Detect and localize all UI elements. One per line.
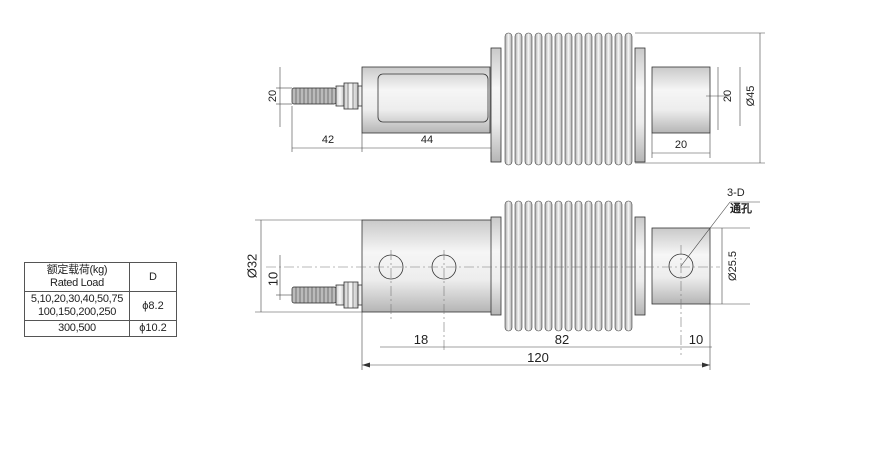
top-dimensions: 20 42 44 20 Ø45 20 xyxy=(267,32,765,164)
top-view: 20 42 44 20 Ø45 20 xyxy=(267,32,765,166)
front-view: Ø32 10 3-D 通孔 Ø25.5 18 82 xyxy=(245,187,760,370)
front-cable xyxy=(291,281,364,309)
table-cell-load: 300,500 xyxy=(24,320,130,337)
table-cell-load: 5,10,20,30,40,50,75 100,150,200,250 xyxy=(24,291,130,321)
spec-table: 额定载荷(kg) Rated Load D 5,10,20,30,40,50,7… xyxy=(24,262,177,337)
top-end-block xyxy=(651,66,711,134)
table-cell-d: ϕ10.2 xyxy=(129,320,177,337)
dim-front-diameter-32: Ø32 xyxy=(245,254,260,279)
dim-top-diameter-45: Ø45 xyxy=(745,86,757,107)
top-bellows xyxy=(490,32,646,166)
table-row: 300,500 ϕ10.2 xyxy=(24,320,177,337)
front-body xyxy=(361,219,493,313)
top-body-window xyxy=(377,73,489,123)
header-rated-load-cn: 额定载荷(kg) xyxy=(46,264,108,276)
callout-holes-3d: 3-D xyxy=(727,187,745,199)
front-bellows xyxy=(490,200,646,332)
load-values-line2: 100,150,200,250 xyxy=(37,306,117,318)
dim-cable-42: 42 xyxy=(322,134,334,146)
center-lines xyxy=(266,245,720,355)
header-rated-load: 额定载荷(kg) Rated Load xyxy=(24,262,130,292)
dim-top-right-20: 20 xyxy=(722,90,734,102)
load-values-line1: 5,10,20,30,40,50,75 xyxy=(30,293,124,305)
dim-end-offset-10: 10 xyxy=(689,332,703,347)
dim-top-end-20: 20 xyxy=(675,139,687,151)
table-cell-d: ϕ8.2 xyxy=(129,291,177,321)
top-cable xyxy=(291,82,364,110)
table-row: 5,10,20,30,40,50,75 100,150,200,250 ϕ8.2 xyxy=(24,291,177,321)
dim-body-44: 44 xyxy=(421,134,433,146)
dim-top-left-20: 20 xyxy=(267,90,279,102)
callout-through-hole: 通孔 xyxy=(730,202,752,215)
dim-front-center-10: 10 xyxy=(266,272,281,286)
top-body xyxy=(361,66,491,134)
dim-hole-offset-18: 18 xyxy=(414,332,428,347)
dim-end-diameter-25-5: Ø25.5 xyxy=(727,251,739,281)
table-header-row: 额定载荷(kg) Rated Load D xyxy=(24,262,177,292)
header-rated-load-en: Rated Load xyxy=(50,277,104,289)
dim-total-120: 120 xyxy=(527,350,549,365)
dim-hole-span-82: 82 xyxy=(555,332,569,347)
front-dimensions: Ø32 10 3-D 通孔 Ø25.5 18 82 xyxy=(245,187,760,370)
